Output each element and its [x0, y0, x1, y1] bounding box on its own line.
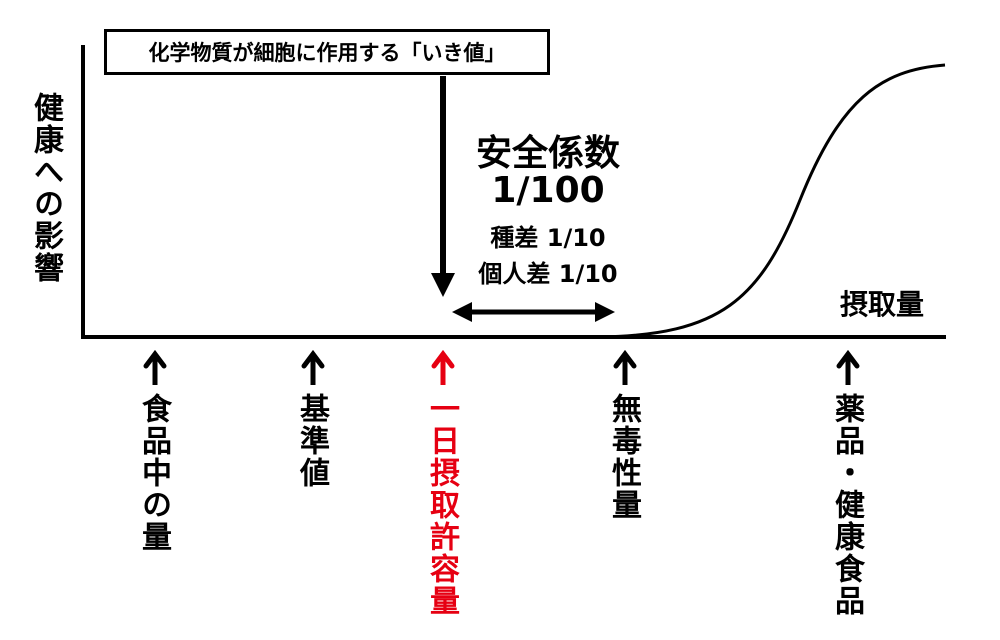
x-axis-label: 摂取量	[839, 288, 925, 321]
y-axis-label: 健康への影響	[28, 92, 63, 284]
dose-response-curve	[599, 63, 946, 339]
marker-label-noael: 無毒性量	[606, 393, 641, 521]
species-difference: 種差 1/10	[490, 224, 606, 252]
up-arrow-icon	[431, 349, 455, 385]
marker-label-medicine: 薬品・健康食品	[829, 393, 864, 617]
up-arrow-icon	[301, 349, 325, 385]
up-arrow-icon	[836, 349, 860, 385]
marker-label-adi: 一日摂取許容量	[424, 393, 459, 617]
threshold-box: 化学物質が細胞に作用する「いき値」	[104, 29, 550, 75]
safety-factor-title: 安全係数	[475, 133, 621, 174]
up-arrow-icon	[613, 349, 637, 385]
marker-label-standard: 基準値	[294, 393, 329, 489]
safety-factor-value: 1/100	[491, 170, 605, 211]
up-arrow-icon	[143, 349, 167, 385]
marker-label-food: 食品中の量	[136, 393, 171, 553]
individual-difference: 個人差 1/10	[478, 260, 618, 288]
